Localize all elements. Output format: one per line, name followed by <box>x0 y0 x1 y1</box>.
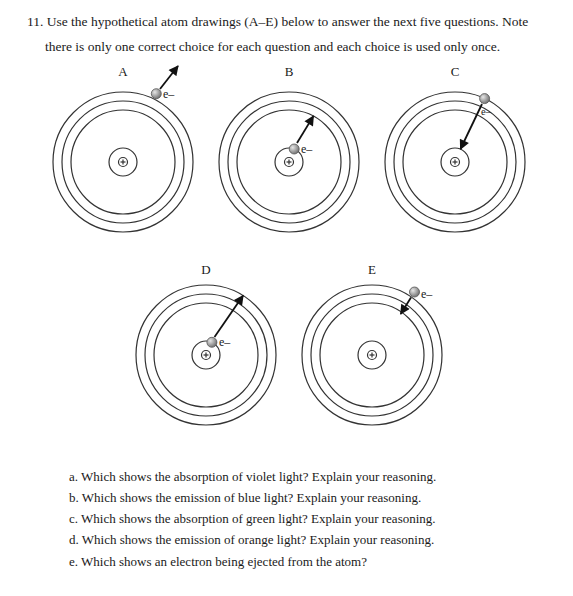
electron-label: e– <box>421 287 432 302</box>
atom-a <box>53 66 193 232</box>
atom-letter: A <box>118 64 127 80</box>
question-text: 11. Use the hypothetical atom drawings (… <box>27 9 539 59</box>
atom-letter: E <box>368 262 376 278</box>
electron-label: e– <box>219 335 230 350</box>
atom-letter: B <box>285 64 294 80</box>
question-item: d. Which shows the emission of orange li… <box>69 532 434 548</box>
question-item: b. Which shows the emission of blue ligh… <box>69 490 421 506</box>
atom-e <box>302 285 442 425</box>
question-item: c. Which shows the absorption of green l… <box>69 511 436 527</box>
electron-label: e– <box>301 142 312 157</box>
electron-label: e– <box>163 87 174 102</box>
atom-letter: C <box>451 64 460 80</box>
atom-c <box>385 92 525 232</box>
electron-label: e– <box>481 106 491 117</box>
question-item: e. Which shows an electron being ejected… <box>69 554 367 570</box>
atom-d <box>136 285 276 425</box>
question-item: a. Which shows the absorption of violet … <box>69 469 436 485</box>
atom-b <box>219 92 359 232</box>
atom-letter: D <box>201 262 210 278</box>
